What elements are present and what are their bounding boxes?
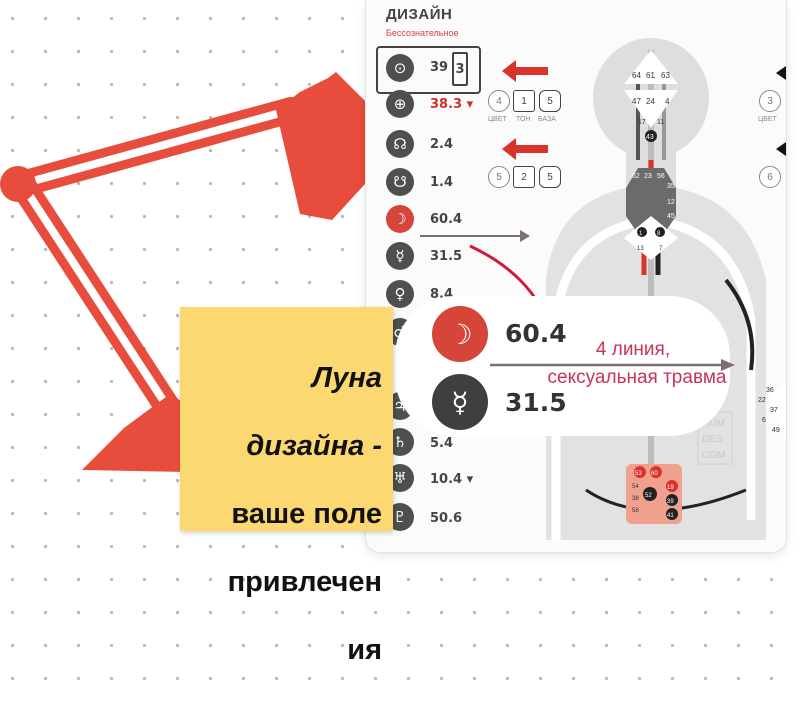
moon-icon: ☽ xyxy=(386,205,414,233)
north-node-icon: ☊ xyxy=(386,130,414,158)
watermark-text: COM xyxy=(702,450,725,461)
base-badge: 5 xyxy=(539,90,561,112)
sticky-line-5: ия xyxy=(347,634,382,666)
planet-value: 38.3 ▾ xyxy=(430,97,474,112)
gate-number: 39 xyxy=(667,499,674,505)
panel-subtitle: Бессознательное xyxy=(386,28,459,38)
gate-number: 6 xyxy=(762,417,766,424)
planet-value: 50.6 xyxy=(430,511,463,526)
right-color-badge: 3 xyxy=(759,90,781,112)
planet-value: 31.5 xyxy=(430,249,463,264)
gate-number: 54 xyxy=(632,484,639,490)
gate-number: 12 xyxy=(667,199,675,206)
gate-number: 23 xyxy=(644,173,652,180)
lamp-arm-lower xyxy=(9,171,189,433)
badge-label-color: ЦВЕТ xyxy=(488,116,507,123)
mercury-value-large: 31.5 xyxy=(505,388,567,417)
gate-number: 62 xyxy=(632,173,640,180)
annotation-line-1: 4 линия, xyxy=(595,339,671,360)
planet-value: 5.4 xyxy=(430,436,454,451)
gate-number: 35 xyxy=(667,183,675,190)
panel-title: ДИЗАЙН xyxy=(386,6,453,23)
color-badge: 4 xyxy=(488,90,510,112)
gate-number: 60 xyxy=(651,471,658,477)
gate-number: 24 xyxy=(646,97,655,106)
gate-number: 64 xyxy=(632,71,641,80)
watermark-text: HUM xyxy=(702,418,725,429)
gate-number: 17 xyxy=(638,119,646,126)
tone-badge: 2 xyxy=(513,166,535,188)
lamp-joint xyxy=(0,166,36,202)
gate-number: 47 xyxy=(632,97,641,106)
sticky-line-1: Луна xyxy=(311,362,382,394)
watermark-text: DES xyxy=(702,434,723,445)
venus-icon: ♀ xyxy=(386,280,414,308)
annotation-arrow-icon xyxy=(490,359,735,371)
edge-arrow-icon xyxy=(776,142,786,156)
bodygraph-chart: 64 61 63 47 24 4 17 11 43 62 23 56 35 12… xyxy=(546,38,786,540)
right-badge-label: ЦВЕТ xyxy=(758,116,777,123)
gate-number: 43 xyxy=(646,134,654,141)
grey-arrow-icon xyxy=(420,230,530,242)
moon-value-large: 60.4 xyxy=(505,319,567,348)
sticky-line-3: ваше поле xyxy=(231,498,382,530)
red-arrow-left-icon xyxy=(502,138,548,160)
gate-number: 56 xyxy=(657,173,665,180)
gate-number: 19 xyxy=(667,485,674,491)
gate-number: 38 xyxy=(632,496,639,502)
red-arrow-left-icon xyxy=(502,60,548,82)
gate-number: 41 xyxy=(667,513,674,519)
gate-number: 58 xyxy=(632,508,639,514)
sticky-note: Луна дизайна - ваше поле привлечен ия xyxy=(180,307,393,666)
gate-number: 11 xyxy=(657,119,664,126)
gate-number: 52 xyxy=(645,493,652,499)
edge-arrow-icon xyxy=(776,66,786,80)
color-badge: 5 xyxy=(488,166,510,188)
mercury-icon-large: ☿ xyxy=(432,374,488,430)
gate-number: 1 xyxy=(639,231,643,237)
gate-number: 63 xyxy=(661,71,670,80)
badge-label-tone: ТОН xyxy=(516,116,531,123)
planet-value: 39 xyxy=(430,60,449,75)
gate-number: 4 xyxy=(665,97,670,106)
base-badge: 5 xyxy=(539,166,561,188)
gate-number: 36 xyxy=(766,387,774,394)
gate-number: 49 xyxy=(772,427,780,434)
gate-number: 7 xyxy=(659,246,663,252)
gate-number: 61 xyxy=(646,71,655,80)
gate-number: 37 xyxy=(770,407,778,414)
south-node-icon: ☋ xyxy=(386,168,414,196)
planet-value: 10.4 ▾ xyxy=(430,472,474,487)
highlight-box xyxy=(376,46,481,94)
earth-icon: ⊙ xyxy=(386,54,414,82)
sticky-line-2: дизайна - xyxy=(246,430,382,462)
badge-label-base: БАЗА xyxy=(538,116,556,123)
lamp-head-tip xyxy=(296,84,336,120)
lamp-arm-upper xyxy=(9,97,304,197)
line-highlight-box: 3 xyxy=(452,52,468,86)
gate-number: 13 xyxy=(637,246,644,252)
gate-number: 53 xyxy=(635,471,642,477)
mercury-icon: ☿ xyxy=(386,242,414,270)
lamp-base xyxy=(82,394,186,472)
planet-value: 2.4 xyxy=(430,137,454,152)
moon-icon-large: ☽ xyxy=(432,306,488,362)
right-color-badge: 6 xyxy=(759,166,781,188)
planet-value: 1.4 xyxy=(430,175,454,190)
sticky-line-4: привлечен xyxy=(227,566,382,598)
gate-number: 22 xyxy=(758,397,766,404)
earth-cross-icon: ⊕ xyxy=(386,90,414,118)
annotation-line-2: сексуальная травма xyxy=(547,367,727,388)
gate-number: 45 xyxy=(667,213,675,220)
tone-badge: 1 xyxy=(513,90,535,112)
planet-value: 60.4 xyxy=(430,212,463,227)
design-panel-screenshot: ДИЗАЙН Бессознательное 3 ⊙ 39 ⊕ 38.3 ▾ ☊… xyxy=(366,0,786,552)
sticky-note-text: Луна дизайна - ваше поле привлечен ия xyxy=(182,327,382,701)
gate-number: 8 xyxy=(657,231,661,237)
